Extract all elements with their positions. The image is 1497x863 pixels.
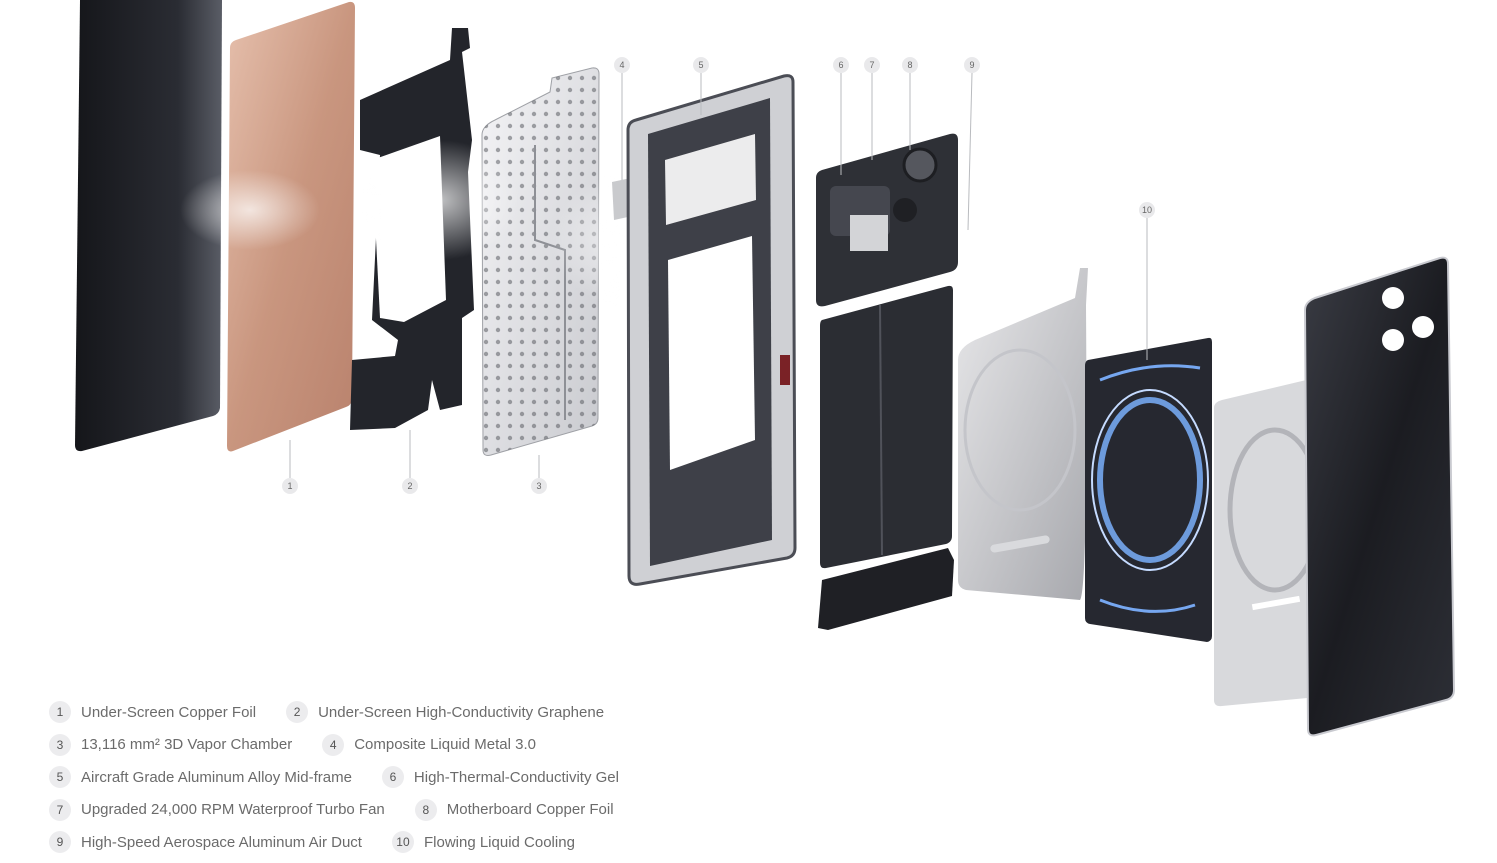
legend-label: Composite Liquid Metal 3.0 xyxy=(354,736,536,753)
callout-marker: 6 xyxy=(833,57,849,73)
liquid-cooling-plate xyxy=(1085,337,1212,642)
callout-marker: 5 xyxy=(693,57,709,73)
legend-number-badge: 1 xyxy=(49,701,71,723)
component-legend: 1 Under-Screen Copper Foil 2 Under-Scree… xyxy=(49,700,749,863)
callout-marker: 4 xyxy=(614,57,630,73)
legend-item: 7 Upgraded 24,000 RPM Waterproof Turbo F… xyxy=(49,798,385,821)
legend-label: Upgraded 24,000 RPM Waterproof Turbo Fan xyxy=(81,801,385,818)
legend-number-badge: 2 xyxy=(286,701,309,723)
legend-item: 4 Composite Liquid Metal 3.0 xyxy=(322,733,536,756)
legend-row: 1 Under-Screen Copper Foil 2 Under-Scree… xyxy=(49,700,749,724)
legend-item: 9 High-Speed Aerospace Aluminum Air Duct xyxy=(49,831,362,853)
vapor-chamber xyxy=(481,67,600,456)
legend-label: Under-Screen High-Conductivity Graphene xyxy=(318,703,605,721)
legend-label: Aircraft Grade Aluminum Alloy Mid-frame xyxy=(81,768,352,786)
legend-number-badge: 6 xyxy=(381,766,404,788)
legend-item: 2 Under-Screen High-Conductivity Graphen… xyxy=(286,701,604,723)
legend-number-badge: 8 xyxy=(414,798,437,821)
legend-label: Motherboard Copper Foil xyxy=(446,801,614,818)
legend-number-badge: 5 xyxy=(49,766,71,788)
legend-number-badge: 3 xyxy=(49,733,71,756)
callout-marker: 9 xyxy=(964,57,980,73)
callout-marker: 2 xyxy=(402,478,418,494)
legend-item: 10 Flowing Liquid Cooling xyxy=(391,831,575,853)
callout-marker: 8 xyxy=(902,57,918,73)
legend-number-badge: 10 xyxy=(391,831,414,853)
leader-lines xyxy=(289,72,1148,478)
legend-row: 3 13,116 mm² 3D Vapor Chamber 4 Composit… xyxy=(49,733,749,757)
legend-label: High-Thermal-Conductivity Gel xyxy=(413,768,619,786)
air-duct-plate xyxy=(958,268,1088,600)
legend-row: 5 Aircraft Grade Aluminum Alloy Mid-fram… xyxy=(49,765,749,789)
legend-number-badge: 7 xyxy=(49,798,71,821)
legend-item: 5 Aircraft Grade Aluminum Alloy Mid-fram… xyxy=(49,766,352,788)
legend-label: Under-Screen Copper Foil xyxy=(81,703,257,721)
callout-marker: 3 xyxy=(531,478,547,494)
motherboard-fan-module xyxy=(816,133,958,307)
legend-label: 13,116 mm² 3D Vapor Chamber xyxy=(81,736,293,753)
legend-label: High-Speed Aerospace Aluminum Air Duct xyxy=(81,833,362,851)
legend-number-badge: 4 xyxy=(322,733,345,756)
callout-marker: 10 xyxy=(1139,202,1155,218)
legend-row: 9 High-Speed Aerospace Aluminum Air Duct… xyxy=(49,830,749,854)
legend-item: 3 13,116 mm² 3D Vapor Chamber xyxy=(49,733,293,756)
legend-row: 7 Upgraded 24,000 RPM Waterproof Turbo F… xyxy=(49,798,749,822)
legend-number-badge: 9 xyxy=(49,831,71,853)
mid-frame xyxy=(626,74,797,586)
callout-marker: 1 xyxy=(282,478,298,494)
back-cover xyxy=(1303,256,1456,737)
legend-item: 8 Motherboard Copper Foil xyxy=(414,798,614,821)
legend-label: Flowing Liquid Cooling xyxy=(423,833,575,851)
legend-item: 6 High-Thermal-Conductivity Gel xyxy=(381,766,619,788)
speaker-module xyxy=(818,548,954,630)
screen-panel xyxy=(75,0,222,452)
battery-pack xyxy=(820,285,953,569)
legend-item: 1 Under-Screen Copper Foil xyxy=(49,701,256,723)
callout-marker: 7 xyxy=(864,57,880,73)
